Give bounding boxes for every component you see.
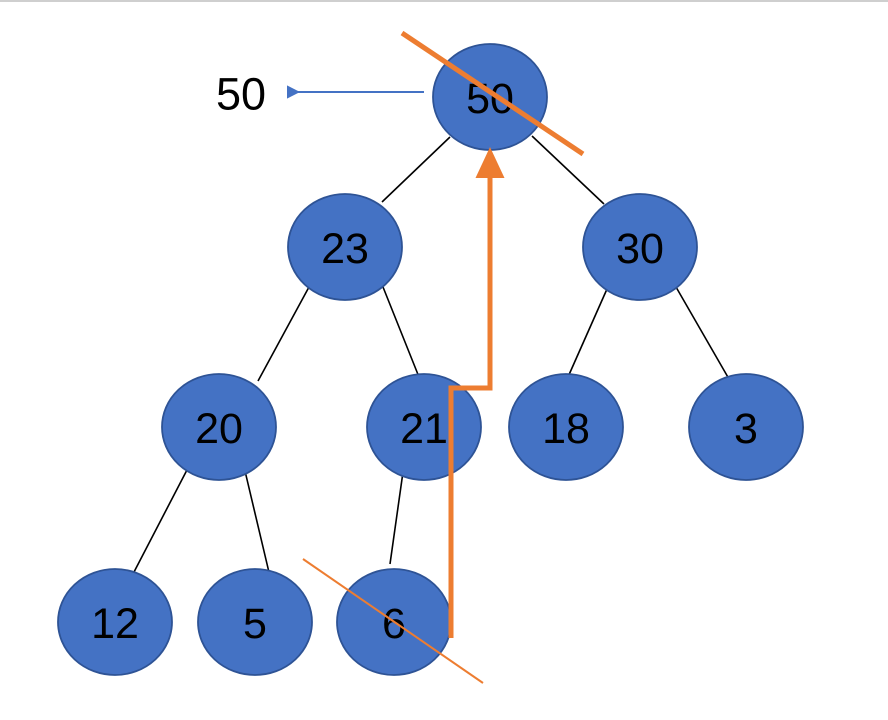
node-circle-30[interactable]	[582, 193, 698, 301]
node-label-23: 23	[321, 225, 369, 273]
tree-edge-n0-n2	[531, 135, 605, 205]
tree-edges	[133, 135, 730, 586]
node-label-20: 20	[195, 405, 243, 453]
tree-edge-n4-n9	[389, 471, 404, 565]
operation-overlay: 50	[216, 30, 585, 684]
tree-edge-n2-n6	[675, 286, 730, 380]
node-circle-3[interactable]	[688, 373, 804, 481]
tree-edge-n2-n5	[567, 288, 608, 378]
tree-edge-n1-n4	[382, 286, 420, 378]
tree-node-30[interactable]: 30	[582, 193, 698, 301]
node-label-5: 5	[243, 600, 267, 648]
tree-edge-n1-n3	[257, 286, 310, 382]
node-circle-18[interactable]	[508, 373, 624, 481]
node-circle-20[interactable]	[161, 373, 277, 481]
tree-edge-n3-n7	[133, 467, 189, 573]
promote-arrow	[448, 147, 505, 638]
extracted-value-label: 50	[216, 69, 266, 120]
node-label-18: 18	[542, 405, 590, 453]
node-label-3: 3	[734, 405, 758, 453]
tree-node-20[interactable]: 20	[161, 373, 277, 481]
tree-node-12[interactable]: 12	[57, 568, 173, 676]
node-label-21: 21	[400, 405, 448, 453]
root-strike-line	[400, 30, 585, 157]
node-circle-23[interactable]	[287, 193, 403, 301]
node-label-12: 12	[91, 600, 139, 648]
tree-edge-n3-n8	[244, 470, 273, 586]
tree-node-50[interactable]: 50	[432, 43, 548, 151]
node-label-30: 30	[616, 225, 664, 273]
node-label-6: 6	[382, 600, 406, 648]
tree-node-23[interactable]: 23	[287, 193, 403, 301]
tree-nodes: 50 23 30 20 21 18 3 12 5 6	[57, 43, 804, 676]
node-circle-5[interactable]	[197, 568, 313, 676]
node-circle-12[interactable]	[57, 568, 173, 676]
tree-node-18[interactable]: 18	[508, 373, 624, 481]
tree-edge-n0-n1	[381, 136, 451, 203]
last-node-strike-line	[302, 558, 484, 684]
tree-node-3[interactable]: 3	[688, 373, 804, 481]
tree-node-5[interactable]: 5	[197, 568, 313, 676]
